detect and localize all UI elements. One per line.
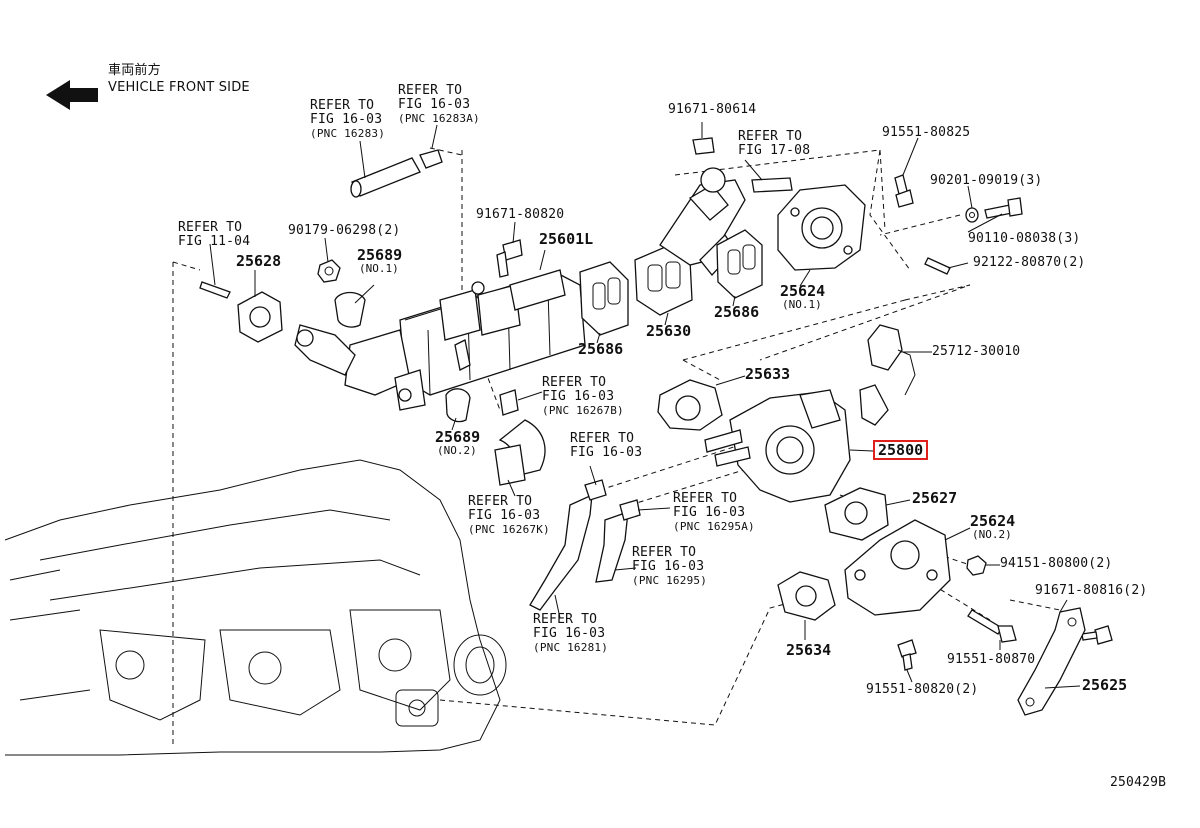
- hose-16295: [595, 499, 641, 583]
- gasket-25627: [824, 487, 889, 541]
- clamp-25689-no2: [445, 388, 471, 423]
- gasket-25628: [237, 291, 283, 343]
- hose-16267B: [494, 389, 546, 486]
- stud-11-04: [199, 281, 231, 299]
- egr-cooler: [294, 269, 586, 411]
- label-91671-80820: 91671-80820: [476, 207, 565, 222]
- bolt-91671-80816: [1081, 625, 1113, 645]
- label-91551-80820: 91551-80820(2): [866, 682, 979, 697]
- label-91551-80825: 91551-80825: [882, 125, 971, 140]
- label-25634: 25634: [786, 641, 832, 659]
- bolt-90110: [984, 197, 1023, 219]
- figure-id: 250429B: [1110, 775, 1167, 790]
- label-91671-80614: 91671-80614: [668, 102, 757, 117]
- label-90110-08038: 90110-08038(3): [968, 231, 1081, 246]
- label-25689-no1: 25689(NO.1): [357, 246, 403, 276]
- label-91671-80816: 91671-80816(2): [1035, 583, 1148, 598]
- engine-block: [4, 459, 507, 756]
- hose-16281: [529, 479, 607, 611]
- leader-lines: [209, 122, 1081, 689]
- label-94151-80800: 94151-80800(2): [1000, 556, 1113, 571]
- label-25712-30010: 25712-30010: [932, 344, 1021, 359]
- gasket-25633: [657, 379, 723, 431]
- housing-25624-no1: [777, 184, 866, 271]
- front-direction-en: VEHICLE FRONT SIDE: [108, 80, 250, 95]
- label-25624-no1: 25624(NO.1): [780, 282, 826, 312]
- label-25800[interactable]: 25800: [873, 440, 929, 460]
- bolt-91671-80820: [496, 239, 523, 278]
- sensor-25712: [859, 324, 916, 426]
- label-25601L: 25601L: [539, 230, 594, 248]
- label-25630: 25630: [646, 322, 692, 340]
- label-25686-b: 25686: [714, 303, 760, 321]
- bolt-91551-80820: [897, 639, 917, 671]
- housing-25624-no2: [844, 519, 951, 616]
- label-90201-09019: 90201-09019(3): [930, 173, 1043, 188]
- label-25624-no2: 25624(NO.2): [970, 512, 1016, 542]
- egr-valve-25800: [704, 389, 851, 503]
- gasket-25686-b: [716, 229, 763, 299]
- label-25633: 25633: [745, 365, 791, 383]
- label-92122-80870: 92122-80870(2): [973, 255, 1086, 270]
- nut-90179: [317, 259, 341, 283]
- bolt-91551-80825: [894, 174, 914, 208]
- label-90179-06298: 90179-06298(2): [288, 223, 401, 238]
- egr-pipe-25630: [634, 167, 746, 316]
- arrow-left-icon: [46, 80, 98, 110]
- label-25627: 25627: [912, 489, 958, 507]
- label-25686-a: 25686: [578, 340, 624, 358]
- bolt-91551-80870: [967, 609, 1017, 643]
- stud-92122: [924, 257, 951, 275]
- gasket-25634: [777, 571, 836, 621]
- pipe-17-08: [751, 177, 793, 193]
- bracket-25625: [1017, 607, 1086, 716]
- label-25628: 25628: [236, 252, 282, 270]
- nut-94151: [966, 555, 987, 576]
- label-25625: 25625: [1082, 676, 1128, 694]
- label-25689-no2: 25689(NO.2): [435, 428, 481, 458]
- label-91551-80870: 91551-80870: [947, 652, 1036, 667]
- bolt-91671-80614: [692, 137, 715, 155]
- front-direction-jp: 車両前方: [108, 63, 161, 78]
- washer-90201: [965, 207, 979, 223]
- gasket-25686-a: [579, 261, 629, 336]
- pipe-16283: [350, 149, 443, 198]
